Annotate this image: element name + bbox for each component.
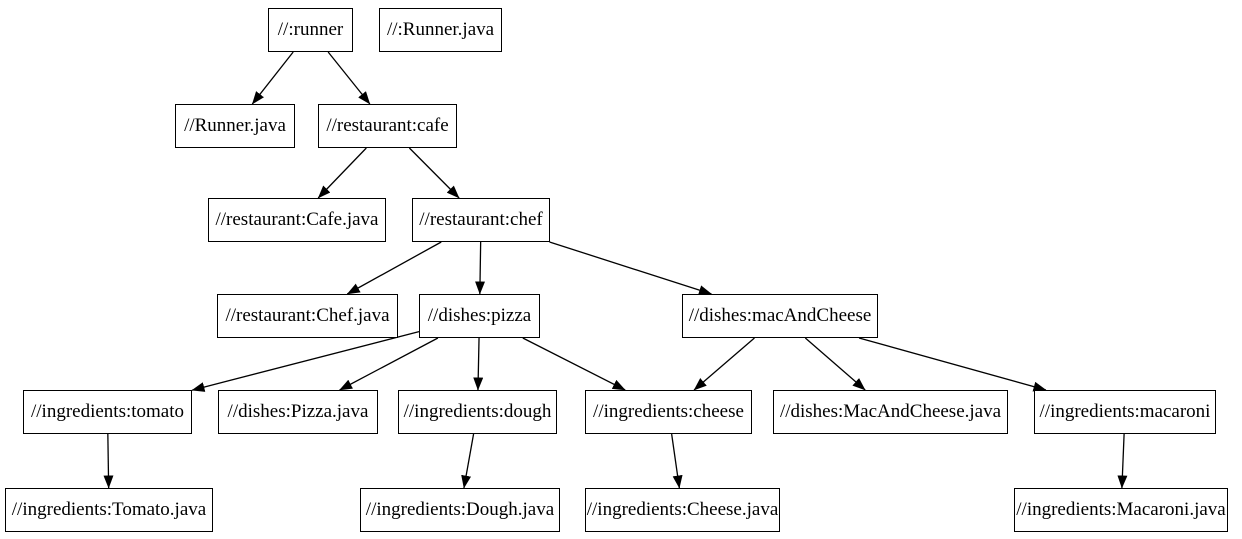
edge-mac-and-cheese-to-cheese: [693, 337, 755, 391]
edge-macaroni-to-macaroni-java: [1117, 433, 1128, 489]
node-chef-java: //restaurant:Chef.java: [217, 294, 398, 338]
node-label: //ingredients:cheese: [593, 401, 744, 422]
node-label: //dishes:Pizza.java: [227, 401, 369, 422]
node-runner-java: //Runner.java: [175, 104, 295, 148]
node-runner: //:runner: [268, 8, 353, 52]
node-pizza: //dishes:pizza: [419, 294, 540, 338]
node-label: //:runner: [277, 19, 344, 40]
node-label: //dishes:pizza: [427, 305, 532, 326]
edge-runner-to-runner-java: [251, 51, 294, 105]
edge-mac-and-cheese-to-macaroni: [858, 337, 1047, 392]
node-mac-and-cheese-java: //dishes:MacAndCheese.java: [773, 390, 1008, 434]
node-chef: //restaurant:chef: [412, 198, 550, 242]
node-mac-and-cheese: //dishes:macAndCheese: [682, 294, 878, 338]
node-cafe-java: //restaurant:Cafe.java: [208, 198, 386, 242]
node-label: //ingredients:macaroni: [1039, 401, 1211, 422]
node-label: //ingredients:tomato: [30, 401, 185, 422]
node-macaroni-java: //ingredients:Macaroni.java: [1014, 488, 1228, 532]
edge-dough-to-dough-java: [461, 433, 475, 489]
node-cheese-java: //ingredients:Cheese.java: [585, 488, 780, 532]
edge-mac-and-cheese-to-mac-and-cheese-java: [804, 337, 866, 391]
edge-cafe-to-cafe-java: [317, 147, 367, 199]
node-label: //ingredients:Cheese.java: [586, 499, 779, 520]
node-label: //ingredients:Macaroni.java: [1016, 499, 1226, 520]
edge-pizza-to-pizza-java: [339, 337, 439, 391]
node-macaroni: //ingredients:macaroni: [1034, 390, 1216, 434]
node-tomato-java: //ingredients:Tomato.java: [5, 488, 213, 532]
node-cafe: //restaurant:cafe: [318, 104, 457, 148]
node-label: //dishes:macAndCheese: [688, 305, 872, 326]
edge-chef-to-chef-java: [346, 241, 442, 295]
node-label: //dishes:MacAndCheese.java: [779, 401, 1002, 422]
edge-pizza-to-dough: [473, 337, 484, 391]
edge-cafe-to-chef: [408, 147, 460, 199]
edge-chef-to-mac-and-cheese: [549, 241, 712, 295]
node-tomato: //ingredients:tomato: [23, 390, 192, 434]
edge-cheese-to-cheese-java: [670, 433, 683, 489]
node-label: //restaurant:Chef.java: [225, 305, 390, 326]
node-label: //Runner.java: [184, 115, 286, 136]
edge-chef-to-pizza: [475, 241, 486, 295]
node-label: //restaurant:chef: [419, 209, 543, 230]
node-label: //ingredients:Tomato.java: [11, 499, 207, 520]
node-runner-java-src: //:Runner.java: [379, 8, 502, 52]
node-label: //ingredients:dough: [403, 401, 552, 422]
node-cheese: //ingredients:cheese: [585, 390, 752, 434]
node-pizza-java: //dishes:Pizza.java: [218, 390, 378, 434]
node-dough-java: //ingredients:Dough.java: [360, 488, 560, 532]
node-label: //:Runner.java: [386, 19, 495, 40]
edge-tomato-to-tomato-java: [103, 433, 114, 489]
node-label: //restaurant:cafe: [326, 115, 449, 136]
edge-pizza-to-tomato: [191, 330, 420, 392]
edge-pizza-to-cheese: [522, 337, 626, 391]
node-label: //restaurant:Cafe.java: [215, 209, 379, 230]
edge-runner-to-cafe: [327, 51, 371, 105]
node-label: //ingredients:Dough.java: [365, 499, 555, 520]
node-dough: //ingredients:dough: [398, 390, 557, 434]
